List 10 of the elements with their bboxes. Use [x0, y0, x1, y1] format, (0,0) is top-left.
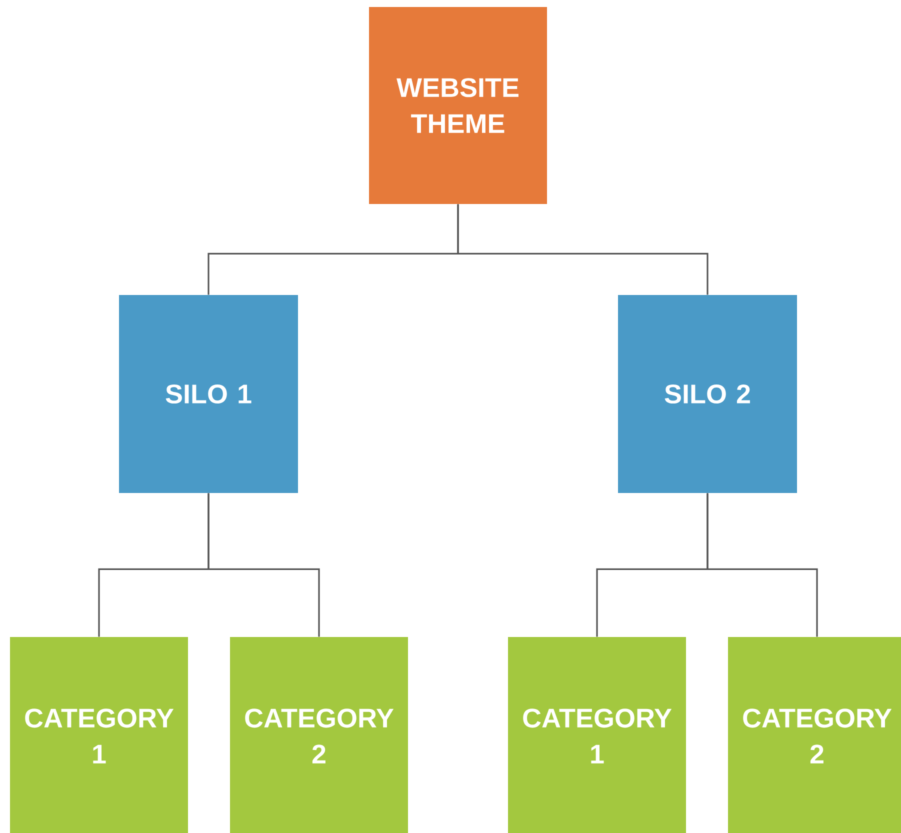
- category-box: CATEGORY 2: [230, 637, 408, 833]
- category-box: CATEGORY 1: [10, 637, 188, 833]
- theme-box: WEBSITE THEME: [369, 7, 547, 204]
- silo-box: SILO 2: [618, 295, 797, 493]
- connector-line: [706, 493, 818, 637]
- connector-line: [457, 204, 708, 295]
- connector-line: [208, 493, 320, 637]
- category-box: CATEGORY 2: [728, 637, 901, 833]
- category-box: CATEGORY 1: [508, 637, 686, 833]
- silo-box: SILO 1: [119, 295, 298, 493]
